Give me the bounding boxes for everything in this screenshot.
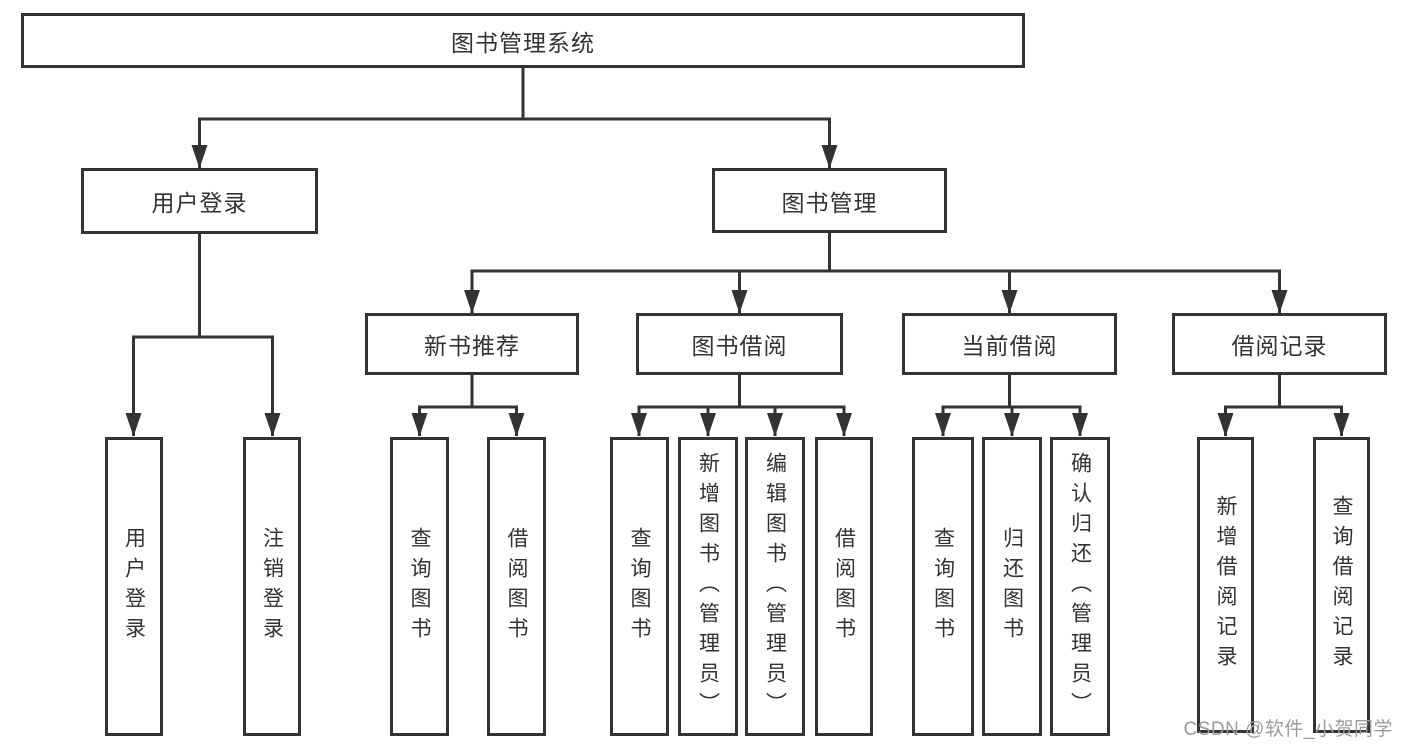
leaf-return-books-label: 归还图书 xyxy=(1000,526,1024,647)
leaf-recommend-query-books: 查询图书 xyxy=(390,437,449,736)
node-current-borrowing: 当前借阅 xyxy=(902,313,1117,375)
leaf-add-books-admin: 新增图书（管理员） xyxy=(678,437,738,736)
node-borrowing-records: 借阅记录 xyxy=(1172,313,1387,375)
node-book-management: 图书管理 xyxy=(712,168,947,233)
node-user-login-label: 用户登录 xyxy=(151,190,248,216)
node-book-borrowing: 图书借阅 xyxy=(636,313,843,375)
node-root-system-label: 图书管理系统 xyxy=(451,29,595,56)
node-borrowing-records-label: 借阅记录 xyxy=(1231,333,1328,359)
leaf-confirm-return-admin-label: 确认归还（管理员） xyxy=(1068,451,1092,722)
leaf-borrowing-query-books: 查询图书 xyxy=(610,437,669,736)
leaf-edit-books-admin: 编辑图书（管理员） xyxy=(745,437,805,736)
leaf-borrow-books-label: 借阅图书 xyxy=(832,526,856,647)
node-current-borrowing-label: 当前借阅 xyxy=(961,333,1058,359)
node-book-borrowing-label: 图书借阅 xyxy=(691,333,788,359)
node-user-login: 用户登录 xyxy=(81,168,318,234)
leaf-add-borrow-record: 新增借阅记录 xyxy=(1197,437,1254,733)
leaf-current-query-books-label: 查询图书 xyxy=(931,526,955,647)
leaf-logout-label: 注销登录 xyxy=(260,526,284,647)
node-new-book-recommendation-label: 新书推荐 xyxy=(424,333,520,359)
node-book-management-label: 图书管理 xyxy=(781,189,878,216)
leaf-recommend-query-books-label: 查询图书 xyxy=(408,526,431,647)
leaf-recommend-borrow-books: 借阅图书 xyxy=(487,437,546,736)
leaf-user-login: 用户登录 xyxy=(105,437,163,736)
node-root-system: 图书管理系统 xyxy=(21,13,1025,68)
leaf-borrow-books: 借阅图书 xyxy=(815,437,873,736)
leaf-current-query-books: 查询图书 xyxy=(912,437,974,736)
leaf-add-books-admin-label: 新增图书（管理员） xyxy=(696,451,720,722)
leaf-borrowing-query-books-label: 查询图书 xyxy=(628,526,651,647)
leaf-query-borrow-record: 查询借阅记录 xyxy=(1313,437,1370,733)
leaf-recommend-borrow-books-label: 借阅图书 xyxy=(505,526,528,647)
leaf-user-login-label: 用户登录 xyxy=(122,526,146,647)
node-new-book-recommendation: 新书推荐 xyxy=(365,313,579,375)
leaf-edit-books-admin-label: 编辑图书（管理员） xyxy=(763,451,787,722)
leaf-logout: 注销登录 xyxy=(243,437,301,736)
leaf-confirm-return-admin: 确认归还（管理员） xyxy=(1050,437,1110,736)
leaf-add-borrow-record-label: 新增借阅记录 xyxy=(1214,495,1237,675)
leaf-query-borrow-record-label: 查询借阅记录 xyxy=(1330,495,1353,675)
csdn-watermark: CSDN @软件_小贺同学 xyxy=(1183,719,1393,740)
leaf-return-books: 归还图书 xyxy=(982,437,1042,736)
